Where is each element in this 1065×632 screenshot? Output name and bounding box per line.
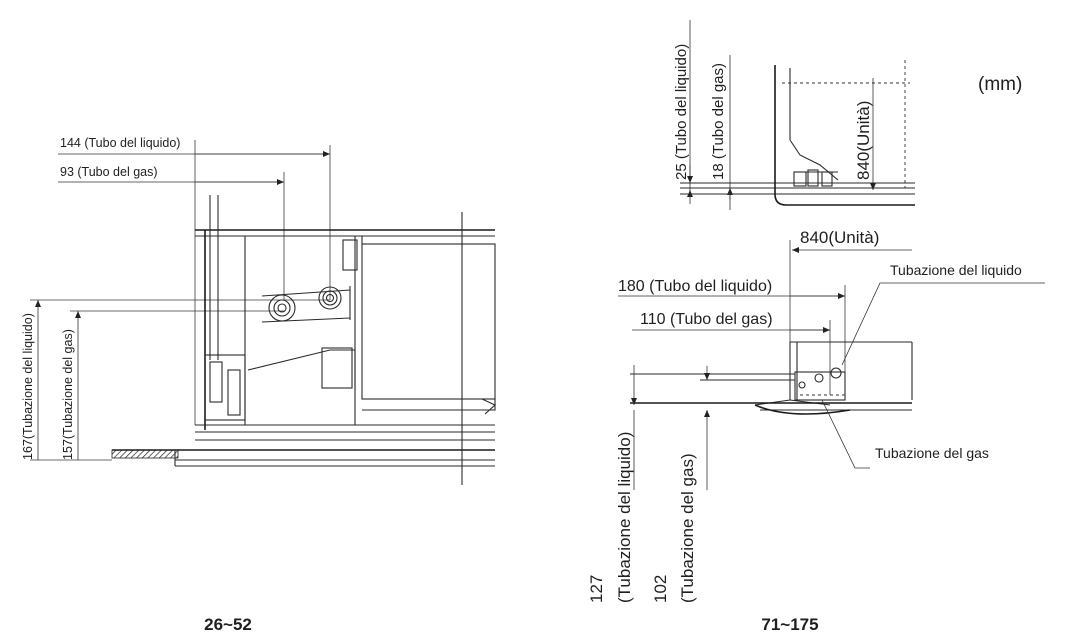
- right-view-caption: 71~175: [761, 615, 818, 632]
- left-unit-body: [195, 195, 496, 485]
- left-ceiling-hatch: [111, 449, 179, 459]
- dim-127-value: 127: [587, 575, 606, 603]
- dim-102-value: 102: [651, 575, 670, 603]
- dim-25-liquid-tube: 25 (Tubo del liquido): [673, 44, 690, 180]
- left-vertical-dimensions: [30, 299, 330, 461]
- dim-127-text: (Tubazione del liquido): [615, 432, 634, 603]
- dim-144-liquid-tube: 144 (Tubo del liquido): [60, 136, 180, 150]
- dim-110-gas-tube: 110 (Tubo del gas): [640, 311, 773, 328]
- dim-157-gas-piping: 157(Tubazione del gas): [61, 329, 75, 460]
- right-view: (mm) 25 (Tubo del liquido) 18 (Tubo del …: [587, 20, 1045, 632]
- label-liquid-piping: Tubazione del liquido: [890, 262, 1022, 278]
- left-view-caption: 26~52: [204, 615, 252, 632]
- units-label: (mm): [978, 74, 1022, 95]
- dim-102-text: (Tubazione del gas): [678, 453, 697, 603]
- dim-180-liquid-tube: 180 (Tubo del liquido): [618, 278, 772, 295]
- left-view: 144 (Tubo del liquido) 93 (Tubo del gas)…: [21, 136, 496, 632]
- dim-93-gas-tube: 93 (Tubo del gas): [60, 165, 158, 179]
- right-bottom-detail: 840(Unità) 180 (Tubo del liquido) 110 (T…: [587, 228, 1045, 603]
- dim-167-liquid-piping: 167(Tubazione del liquido): [21, 313, 35, 460]
- dim-840-unit-horizontal: 840(Unità): [800, 228, 879, 247]
- left-horizontal-dimensions: [58, 140, 331, 425]
- label-gas-piping: Tubazione del gas: [875, 445, 989, 461]
- dim-18-gas-tube: 18 (Tubo del gas): [710, 63, 727, 180]
- right-top-detail: 25 (Tubo del liquido) 18 (Tubo del gas) …: [673, 20, 915, 210]
- dim-840-unit-vertical: 840(Unità): [854, 101, 873, 180]
